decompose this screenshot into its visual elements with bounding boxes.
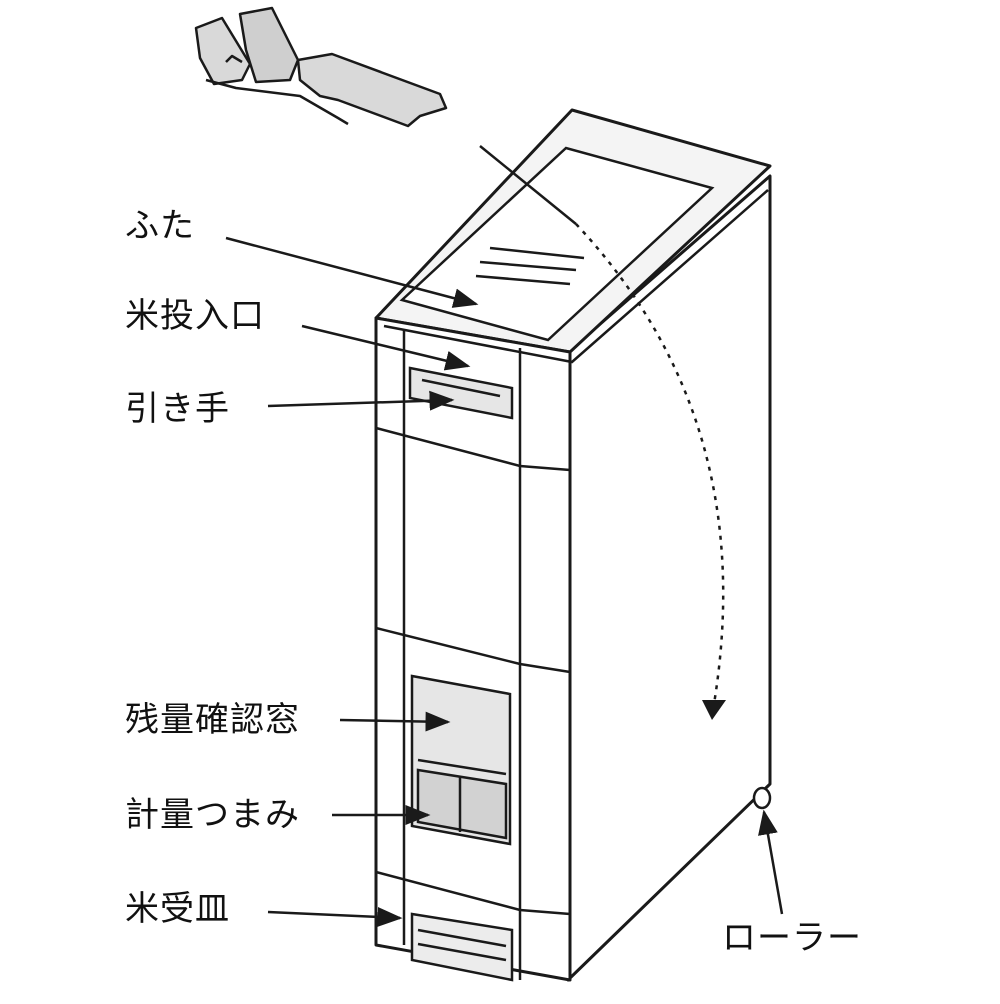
lid-slot-2 [475, 274, 571, 286]
lid-removal-path [479, 145, 726, 720]
top-front-rim [383, 189, 769, 364]
roller-wheel [752, 786, 772, 810]
arrow-pull-handle [267, 390, 455, 411]
rice-tray-ridge-1 [417, 928, 507, 948]
rice-tray-shape [410, 912, 514, 982]
pull-handle-shape [408, 366, 514, 420]
lid-part-center-fold [238, 6, 300, 84]
arrow-rice-inlet [301, 324, 471, 371]
pull-handle-grip [421, 378, 501, 398]
lid-slot-1 [479, 260, 577, 272]
arrow-lid [225, 236, 479, 308]
middle-section-line [375, 626, 571, 674]
lid-recess [399, 146, 715, 342]
lid-part-right-flap [296, 52, 448, 128]
lid-removal-arrowhead [702, 700, 726, 720]
leader-lines [225, 236, 784, 927]
measure-knob-shape [416, 768, 508, 840]
arrow-level-window [339, 711, 451, 732]
label-lid: ふた [125, 206, 195, 246]
lid-slot-3 [489, 246, 585, 260]
removed-lid-part [194, 6, 448, 128]
label-rice-inlet: 米投入口 [125, 296, 265, 336]
lid-part-base [205, 78, 349, 126]
top-details [383, 146, 769, 364]
arrow-roller [758, 809, 784, 915]
arrow-rice-tray [267, 906, 403, 927]
label-measure-knob: 計量つまみ [125, 795, 300, 835]
label-rice-tray: 米受皿 [125, 889, 230, 929]
lower-section-line [375, 870, 571, 916]
lid-part-left-fold [194, 16, 252, 86]
label-level-window: 残量確認窓 [125, 700, 300, 740]
label-roller: ローラー [722, 918, 862, 958]
upper-section-line [375, 426, 571, 472]
rice-tray-ridge-2 [417, 942, 507, 962]
lid-removal-line [479, 145, 577, 225]
lid-removal-dotted-arc [575, 223, 725, 705]
label-pull-handle: 引き手 [125, 389, 230, 429]
level-window-divider [417, 758, 507, 776]
lid-part-hinge [225, 54, 243, 64]
